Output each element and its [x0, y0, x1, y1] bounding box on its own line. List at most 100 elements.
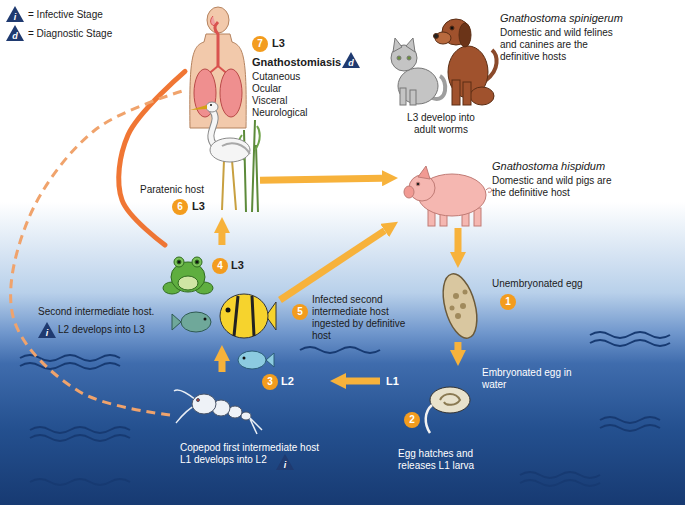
stage-label: Cutaneous Ocular Visceral Neurological [252, 71, 318, 119]
fish-figure [172, 294, 276, 369]
fish-figure [204, 318, 207, 321]
heron-figure [222, 160, 236, 210]
egg-figure [455, 313, 461, 319]
stage-label: L3 [231, 259, 244, 272]
callout-number: 6 [172, 199, 188, 215]
heron-figure [190, 105, 207, 110]
water-waves [20, 363, 120, 369]
cat-figure [398, 68, 438, 104]
water-waves [520, 472, 600, 478]
frog-figure [178, 276, 198, 290]
legend: = Infective Stage i = Diagnostic Staged [6, 6, 136, 46]
note-label: L3 develop into adult worms [396, 112, 486, 136]
hatching-egg-figure [430, 387, 470, 413]
stage-group: Gnathostoma hispidumDomestic and wild pi… [398, 158, 675, 228]
legend-row: = Diagnostic Staged [6, 25, 136, 43]
fish-figure [181, 312, 211, 332]
stage-label: Gnathostoma spinigerum [500, 12, 623, 25]
callout-number: 5 [292, 304, 308, 320]
fish-figure [220, 294, 268, 338]
egg-figure [460, 303, 466, 309]
copepod-figure [192, 394, 216, 414]
fish-figure [238, 351, 266, 369]
callout-number: 3 [262, 374, 278, 390]
water-waves [20, 332, 670, 486]
water-waves [300, 347, 380, 353]
edge-label: Infected second intermediate host ingest… [312, 294, 407, 342]
human-figure [190, 7, 246, 128]
water-waves [600, 417, 660, 423]
cycle-arrow [346, 378, 380, 385]
stage-marker: i [38, 322, 56, 338]
hatching-egg-figure [426, 405, 432, 433]
egg-figure [463, 290, 468, 295]
dog-figure [459, 23, 471, 47]
water-waves [600, 425, 660, 431]
heron-figure [222, 143, 250, 154]
pig-figure [404, 166, 492, 226]
stage-label: Domestic and wild felines and canines ar… [500, 27, 620, 63]
cycle-arrow [454, 228, 461, 252]
cat-figure [391, 38, 445, 105]
cat-figure [410, 90, 416, 105]
dog-figure [463, 82, 471, 105]
stage-label: L2 [281, 375, 294, 388]
copepod-figure [174, 390, 262, 434]
frog-figure [195, 260, 199, 264]
copepod-figure [197, 399, 200, 402]
legend-text: = Diagnostic Stage [28, 28, 112, 40]
stage-group: 7L3GnathostomiasisdCutaneous Ocular Visc… [185, 2, 362, 128]
stage-group: Embryonated egg in waterL12Egg hatches a… [380, 366, 580, 478]
frog-figure [174, 257, 184, 267]
human-figure [220, 69, 242, 117]
stage-group: Unembryonated egg1 [438, 268, 588, 342]
frog-figure [163, 257, 213, 294]
hatching-egg-figure [426, 387, 470, 433]
cat-figure [397, 56, 401, 60]
egg-figure [453, 293, 459, 299]
legend-text: = Infective Stage [28, 9, 103, 21]
egg-figure [450, 306, 455, 311]
dog-figure [450, 26, 454, 30]
frog-figure [192, 257, 202, 267]
stage-group: Gnathostoma spinigerumDomestic and wild … [383, 8, 675, 110]
dog-figure [470, 87, 494, 105]
heron-figure [210, 138, 250, 162]
heron-figure [210, 104, 212, 106]
stage-label: Egg hatches and releases L1 larva [398, 448, 498, 472]
cat-figure [400, 88, 406, 105]
stage-label: L1 [386, 375, 399, 388]
heron-figure [211, 110, 215, 145]
pig-figure [418, 166, 430, 179]
copepod-figure [250, 418, 262, 434]
copepod-figure [241, 412, 251, 420]
stage-marker: i [6, 6, 24, 22]
water-waves [590, 332, 670, 338]
cat-figure [393, 38, 402, 52]
legend-row: = Infective Stage i [6, 6, 136, 24]
stage-group: 3L2Copepod first intermediate host L1 de… [170, 372, 330, 472]
water-waves [30, 427, 130, 433]
stage-label: L3 [272, 37, 285, 50]
human-figure [215, 22, 218, 66]
stage-group: 4L3Second intermediate host.iL2 develops… [22, 245, 280, 345]
stage-label: L3 [192, 200, 205, 213]
hatching-egg-figure [440, 394, 460, 405]
infection-route [11, 90, 185, 415]
callout-number: 7 [252, 36, 268, 52]
stage-label: Copepod first intermediate host L1 devel… [180, 442, 325, 466]
cycle-arrow [454, 342, 461, 350]
stage-label: Gnathostoma hispidum [492, 160, 605, 173]
heron-figure [244, 120, 258, 212]
stage-group: Paratenic host6L3 [135, 96, 260, 217]
stage-marker: i [276, 454, 294, 470]
water-waves [30, 479, 130, 485]
frog-figure [177, 260, 181, 264]
callout-number: 1 [500, 294, 516, 310]
